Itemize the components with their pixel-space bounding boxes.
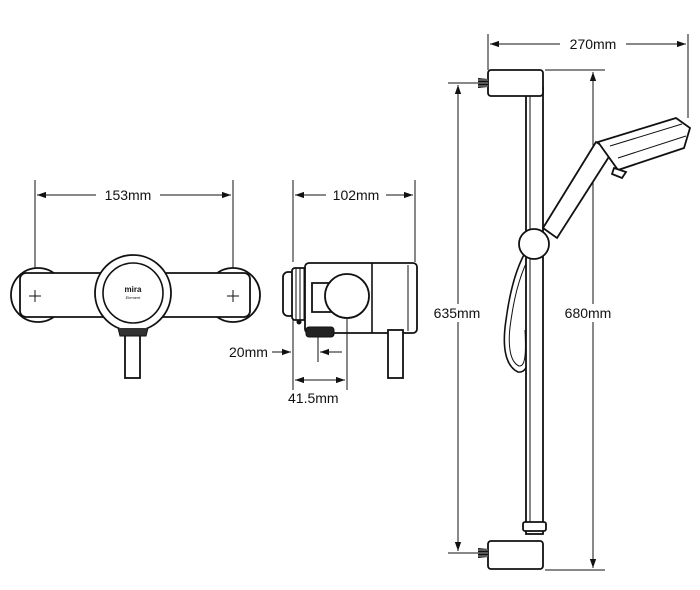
outlet-offset-label: 20mm: [229, 344, 268, 360]
rail-height-label: 680mm: [565, 305, 612, 321]
side-control-knob: [324, 273, 370, 319]
left-centre-mark: [29, 290, 41, 302]
side-depth-label: 102mm: [333, 187, 380, 203]
slider-carrier: [518, 228, 550, 260]
bottom-wall-bracket: [487, 540, 544, 570]
model-name: Element: [126, 295, 142, 300]
outlet-pipe: [124, 329, 141, 379]
bracket-centres-label: 635mm: [434, 305, 481, 321]
side-view: 102mm 20mm 41.5mm: [229, 180, 418, 406]
shower-rail-view: 270mm 635mm 680mm: [426, 34, 692, 571]
riser-rail: [525, 87, 544, 535]
front-width-label: 153mm: [105, 187, 152, 203]
side-outlet-pipe: [387, 329, 404, 379]
mira-logo: mira: [125, 285, 142, 294]
top-wall-bracket: [487, 69, 544, 97]
rail-span-label: 270mm: [570, 36, 617, 52]
front-view: 153mm mira Element: [10, 180, 261, 379]
inlet-offset-label: 41.5mm: [288, 390, 339, 406]
shower-handset: [541, 140, 614, 240]
right-centre-mark: [227, 290, 239, 302]
